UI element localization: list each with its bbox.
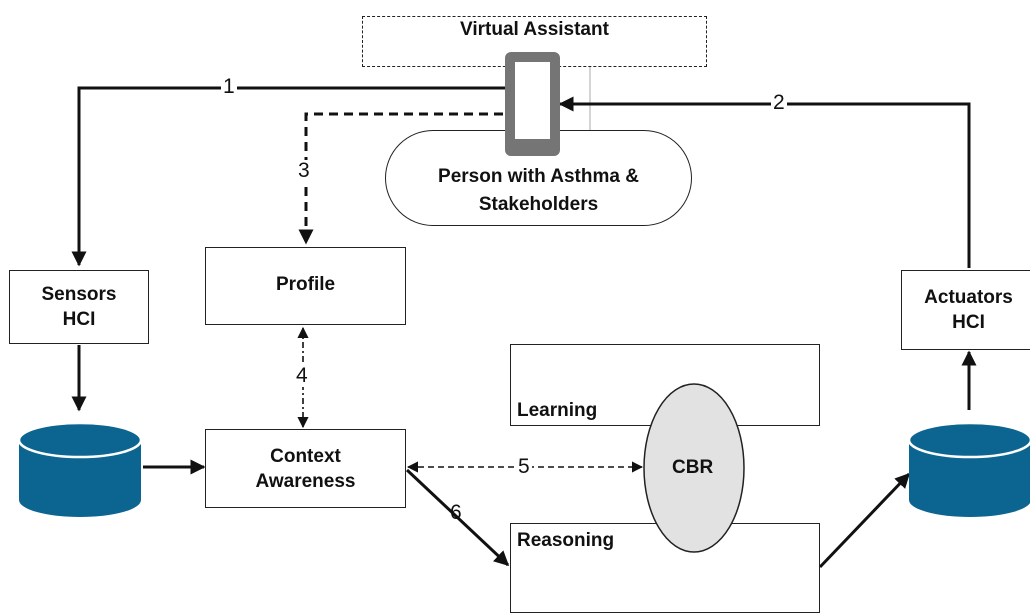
database-right-icon <box>907 421 1030 517</box>
person-node: Person with Asthma & Stakeholders <box>385 130 692 226</box>
arrow-6 <box>405 468 510 567</box>
learning-label: Learning <box>517 400 598 421</box>
arrow-2 <box>558 96 971 268</box>
virtual-assistant-label: Virtual Assistant <box>460 19 609 40</box>
person-label: Person with Asthma & Stakeholders <box>438 166 639 215</box>
actuators-hci-box: Actuators HCI <box>901 270 1030 350</box>
context-awareness-label: Context Awareness <box>255 445 356 492</box>
sensors-hci-box: Sensors HCI <box>9 270 149 344</box>
arrow-4-label: 4 <box>294 364 310 387</box>
arrow-1-label: 1 <box>221 75 237 98</box>
arrow-2-label: 2 <box>771 91 787 114</box>
sensors-hci-label: Sensors HCI <box>41 284 117 330</box>
arrow-5-label: 5 <box>516 455 532 478</box>
reasoning-label: Reasoning <box>517 530 615 551</box>
arrow-3-label: 3 <box>296 159 312 182</box>
profile-box: Profile <box>205 247 406 325</box>
learning-box: Learning <box>510 344 820 426</box>
virtual-assistant-box: Virtual Assistant <box>362 16 707 67</box>
actuators-hci-label: Actuators HCI <box>924 287 1013 333</box>
database-left-icon <box>17 421 143 517</box>
arrow-1 <box>71 86 518 267</box>
profile-label: Profile <box>275 274 336 295</box>
arrow-3 <box>298 112 518 245</box>
reasoning-box: Reasoning <box>510 523 820 613</box>
cbr-label: CBR <box>672 457 714 478</box>
context-awareness-box: Context Awareness <box>205 429 406 508</box>
arrow-6-label: 6 <box>450 501 462 524</box>
arrow-reasoning-to-db <box>818 472 911 569</box>
